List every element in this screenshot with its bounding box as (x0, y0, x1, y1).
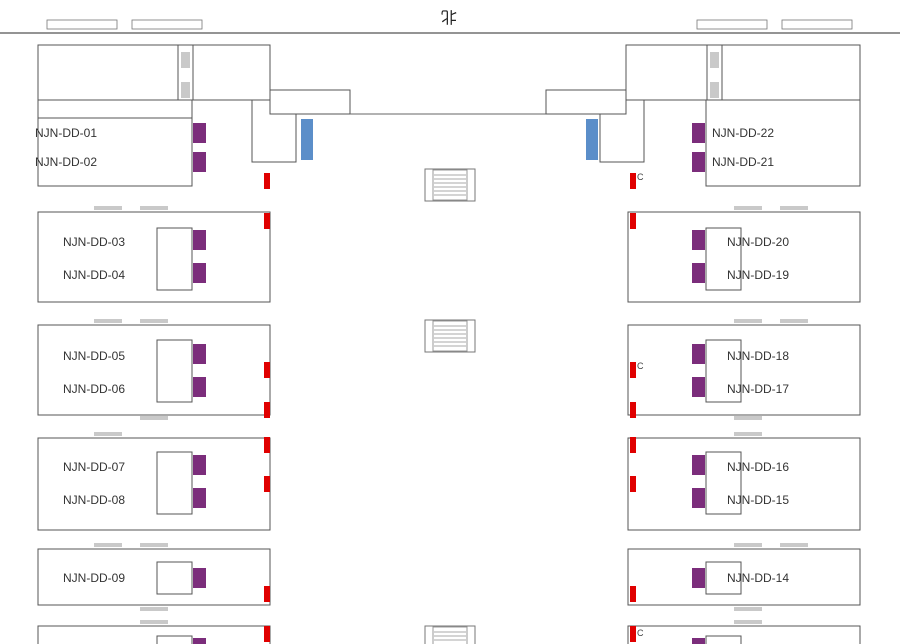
booth-label-njn-dd-19: NJN-DD-19 (727, 268, 789, 282)
booth-label-njn-dd-04: NJN-DD-04 (63, 268, 125, 282)
booth-labels-left: NJN-DD-01 NJN-DD-02 NJN-DD-03 NJN-DD-04 … (35, 126, 125, 585)
right-structure (545, 44, 861, 644)
booth-label-njn-dd-16: NJN-DD-16 (727, 460, 789, 474)
booth-label-njn-dd-07: NJN-DD-07 (63, 460, 125, 474)
booth-label-njn-dd-02: NJN-DD-02 (35, 155, 97, 169)
booth-label-njn-dd-09: NJN-DD-09 (63, 571, 125, 585)
purple-booth-markers-left (193, 123, 206, 644)
booth-label-njn-dd-20: NJN-DD-20 (727, 235, 789, 249)
blue-door-right (586, 119, 598, 160)
booth-label-njn-dd-22: NJN-DD-22 (712, 126, 774, 140)
grey-spacers (94, 206, 808, 624)
escalator-icon (424, 319, 476, 353)
booth-label-njn-dd-03: NJN-DD-03 (63, 235, 125, 249)
marker-c-label: C (637, 361, 644, 371)
top-grilles (46, 19, 853, 30)
blue-door-left (301, 119, 313, 160)
marker-c-label: C (637, 628, 644, 638)
booth-label-njn-dd-17: NJN-DD-17 (727, 382, 789, 396)
compass-north-label: 北 (441, 8, 457, 27)
red-pillar-markers (264, 173, 636, 642)
booth-label-njn-dd-15: NJN-DD-15 (727, 493, 789, 507)
compass-text: 北 (441, 8, 457, 27)
purple-booth-markers-right (692, 123, 705, 644)
marker-c-label: C (637, 172, 644, 182)
left-structure (37, 44, 546, 644)
booth-label-njn-dd-05: NJN-DD-05 (63, 349, 125, 363)
booth-label-njn-dd-08: NJN-DD-08 (63, 493, 125, 507)
escalator-icon (424, 625, 476, 644)
booth-label-njn-dd-06: NJN-DD-06 (63, 382, 125, 396)
escalator-icon (424, 168, 476, 202)
booth-label-njn-dd-21: NJN-DD-21 (712, 155, 774, 169)
booth-labels-right: NJN-DD-22 NJN-DD-21 NJN-DD-20 NJN-DD-19 … (712, 126, 789, 585)
booth-label-njn-dd-14: NJN-DD-14 (727, 571, 789, 585)
booth-label-njn-dd-01: NJN-DD-01 (35, 126, 97, 140)
booth-label-njn-dd-18: NJN-DD-18 (727, 349, 789, 363)
